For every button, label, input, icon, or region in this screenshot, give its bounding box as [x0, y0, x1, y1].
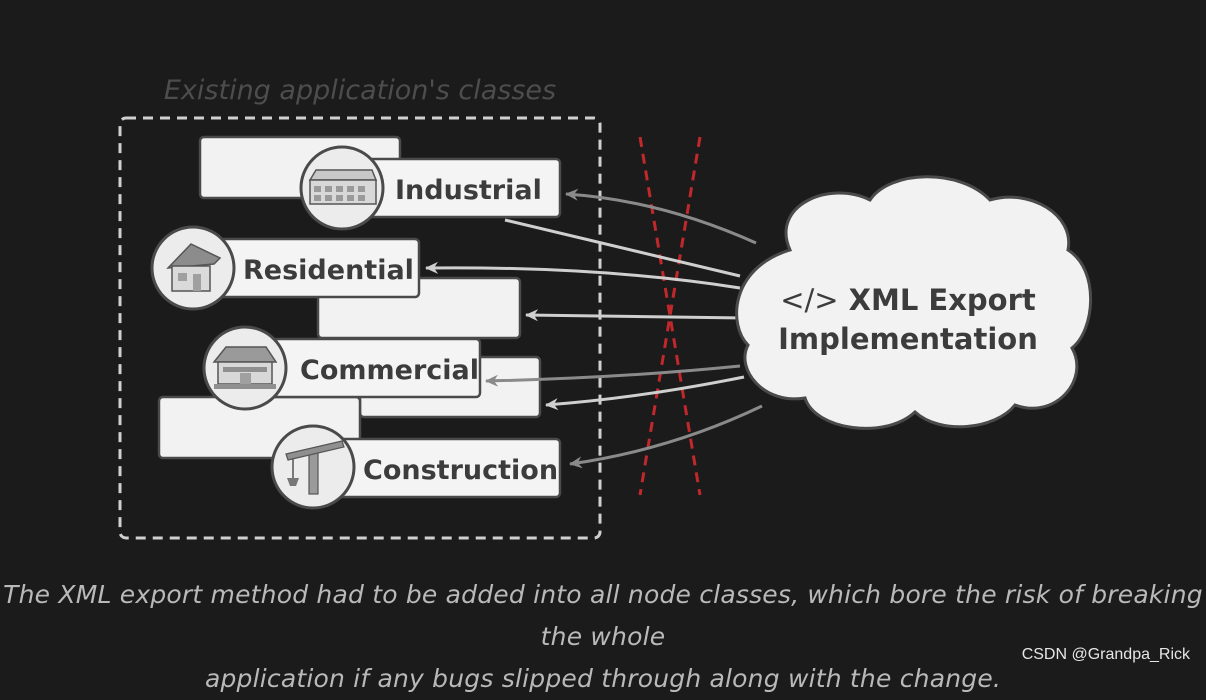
- class-commercial: Commercial: [202, 325, 482, 411]
- connector-line: [504, 218, 741, 278]
- class-residential: Residential: [150, 225, 421, 311]
- cross-line: [638, 136, 702, 496]
- store-icon: [202, 325, 288, 411]
- house-icon: [150, 225, 236, 311]
- crane-icon: [270, 424, 356, 510]
- cross-line: [638, 136, 702, 496]
- watermark: CSDN @Grandpa_Rick: [1021, 646, 1190, 663]
- arrow-to-industrial: [565, 188, 757, 245]
- class-label-construction: Construction: [363, 455, 558, 486]
- class-construction: Construction: [270, 424, 562, 510]
- factory-icon: [299, 145, 385, 231]
- class-industrial: Industrial: [299, 145, 562, 231]
- class-label-commercial: Commercial: [300, 355, 479, 386]
- arrow-to-blank-box: [545, 375, 745, 411]
- arrow-to-blank-box: [525, 309, 745, 322]
- caption-line-1: The XML export method had to be added in…: [3, 580, 1203, 651]
- cloud-title-line1: </> XML Export: [780, 283, 1036, 317]
- figure-caption: The XML export method had to be added in…: [0, 574, 1206, 700]
- arrow-to-commercial: [485, 364, 741, 387]
- class-label-residential: Residential: [243, 255, 414, 286]
- class-group-boundary: [118, 116, 602, 540]
- arrow-to-residential: [425, 261, 741, 290]
- group-title: Existing application's classes: [164, 75, 556, 106]
- arrow-to-construction: [569, 404, 763, 469]
- cloud-title-text1: XML Export: [849, 283, 1036, 317]
- class-diagram: Existing application's classes Industria…: [118, 75, 1093, 540]
- xml-export-cloud: </> XML Export Implementation: [735, 175, 1093, 430]
- cloud-title-line2: Implementation: [778, 322, 1038, 356]
- code-icon: </>: [780, 283, 838, 317]
- class-label-industrial: Industrial: [395, 175, 542, 206]
- caption-line-2: application if any bugs slipped through …: [204, 664, 1002, 693]
